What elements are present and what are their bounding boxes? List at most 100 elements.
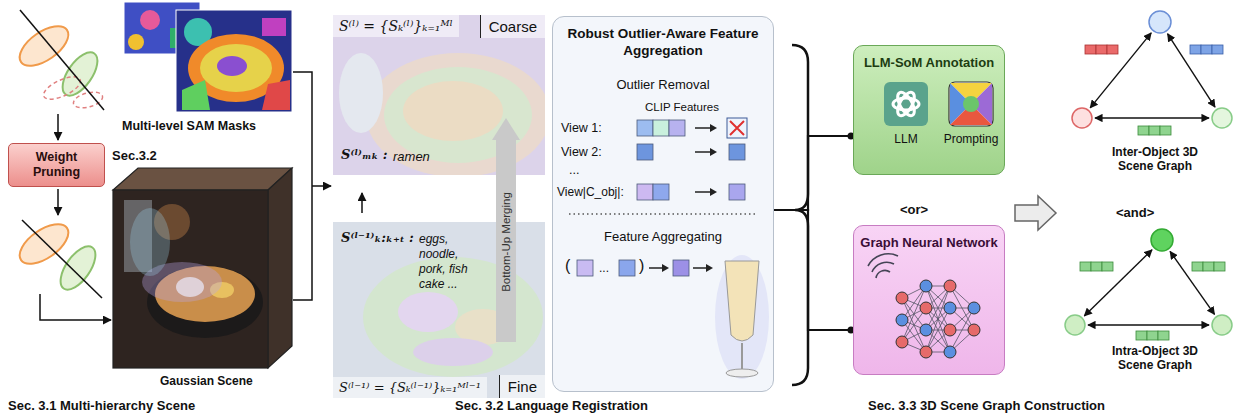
flow-arrows: [312, 185, 331, 187]
bracket-symbol: (: [565, 257, 570, 275]
inter-object-graph: [1190, 45, 1223, 54]
graph-label: Intra-Object 3D Scene Graph: [1103, 344, 1207, 372]
feature-illustration: [729, 184, 745, 200]
feature-illustration: [710, 188, 717, 196]
gaussian-ellipses: [72, 89, 105, 110]
bracket-connector: [774, 210, 855, 334]
box-title: Weight Pruning: [13, 150, 100, 180]
curly-bracket: [792, 45, 808, 385]
bracket-connector: [774, 133, 855, 211]
inter-object-graph: [1201, 45, 1212, 54]
icon-label: Prompting: [940, 132, 1002, 146]
curly-bracket: [792, 45, 808, 385]
feature-illustration: [706, 264, 713, 272]
intra-object-graph: [1151, 229, 1173, 251]
feature-illustration: [730, 121, 744, 135]
formula: S⁽ˡ⁾ = {Sₖ⁽ˡ⁾}ₖ₌₁ᴹˡ: [333, 15, 459, 37]
inter-object-graph: [1168, 34, 1215, 107]
network-icon: [968, 324, 980, 336]
image-label: Multi-level SAM Masks: [122, 119, 256, 133]
bracket-symbol: ): [639, 257, 644, 275]
feature-illustration: [673, 260, 689, 276]
section-caption: Sec. 3.1 Multi-hierarchy Scene: [8, 398, 195, 413]
inter-object-graph: [1138, 126, 1149, 135]
network-icon: [944, 302, 956, 314]
feature-illustration: [715, 255, 769, 379]
connector-word: <or>: [900, 202, 928, 217]
inter-object-graph: [1149, 126, 1160, 135]
row-label: View|C_obj|:: [557, 185, 624, 199]
intra-object-graph: [1212, 315, 1232, 335]
inter-object-graph: [1190, 45, 1201, 54]
intra-object-graph: [1203, 262, 1214, 271]
merge-arrow: Bottom-Up Merging: [492, 118, 520, 342]
network-icon: [896, 292, 908, 304]
network-icon: [896, 336, 908, 348]
flow-arrows: [293, 72, 312, 300]
image-label: Gaussian Scene: [160, 374, 253, 388]
network-icon: [926, 286, 950, 352]
method-box: Graph Neural Network: [853, 225, 1005, 375]
feature-illustration: [637, 144, 653, 160]
connector-line: [774, 210, 852, 330]
inter-object-graph: [1096, 45, 1107, 54]
intra-object-graph: [1214, 262, 1225, 271]
sam-mask-images: [262, 80, 290, 110]
network-icon: [920, 280, 932, 292]
intra-object-graph: [1065, 229, 1232, 340]
feature-illustration: [649, 267, 663, 269]
gaussian-scene-cube: [113, 168, 292, 190]
formula: S⁽ˡ⁻¹⁾ = {Sₖ⁽ˡ⁻¹⁾}ₖ₌₁ᴹˡ⁻¹: [333, 377, 487, 398]
scene-image: [339, 53, 383, 133]
flow-arrows: [361, 193, 363, 213]
network-icon: [868, 254, 898, 278]
segment-symbol: S⁽ˡ⁻¹⁾ₖ:ₖ₊ₜ :: [341, 230, 414, 245]
scene-image: [333, 222, 545, 398]
row-label: View 1:: [561, 121, 602, 135]
icon-label: LLM: [874, 132, 938, 146]
feature-illustration: [695, 151, 711, 153]
network-icon: [944, 280, 956, 292]
feature-illustration: [653, 120, 669, 136]
network-icon: [944, 346, 956, 358]
annotation-icons: [949, 82, 993, 126]
network-icon: [926, 286, 950, 352]
intra-object-graph: [1080, 262, 1225, 340]
segment-label: eggs, noodle, pork, fish cake ...: [419, 232, 486, 292]
inter-object-graph: [1149, 11, 1171, 33]
segment-symbol: S⁽ˡ⁾ₘₖ :: [341, 147, 388, 162]
intra-object-graph: [1084, 250, 1152, 316]
annotation-icons: [894, 90, 917, 119]
annotation-icons: [884, 82, 928, 126]
feature-illustration: [729, 144, 745, 160]
inter-object-graph: [1085, 45, 1096, 54]
segment-label: ramen: [393, 149, 430, 164]
gaussian-scene-cube: [268, 168, 292, 368]
feature-illustration: [695, 127, 711, 129]
inter-object-graph: [1090, 33, 1151, 108]
graph-label: Inter-Object 3D Scene Graph: [1103, 145, 1207, 173]
box-title: Graph Neural Network: [854, 235, 1004, 250]
intra-object-graph: [1088, 324, 1209, 325]
ellipsis: ...: [569, 163, 579, 177]
scene-image: [366, 53, 545, 175]
scene-image: [413, 338, 493, 366]
inter-object-graph: [1212, 108, 1232, 128]
feature-illustration: [569, 213, 757, 215]
sam-mask-images: [128, 34, 144, 50]
sam-mask-images: [182, 80, 210, 110]
intra-object-graph: [1091, 262, 1102, 271]
ellipsis: ...: [599, 261, 609, 275]
step-title: Feature Aggregating: [553, 229, 773, 244]
sam-mask-images: [176, 10, 292, 112]
level-tag: Fine: [499, 375, 545, 398]
feature-illustration: [653, 184, 669, 200]
intra-object-graph: [1170, 251, 1214, 314]
intra-object-graph: [1192, 262, 1203, 271]
intra-object-graph: [1102, 262, 1113, 271]
network-icon: [920, 302, 932, 314]
feature-illustration: [725, 261, 759, 341]
merge-arrow: [492, 118, 520, 342]
